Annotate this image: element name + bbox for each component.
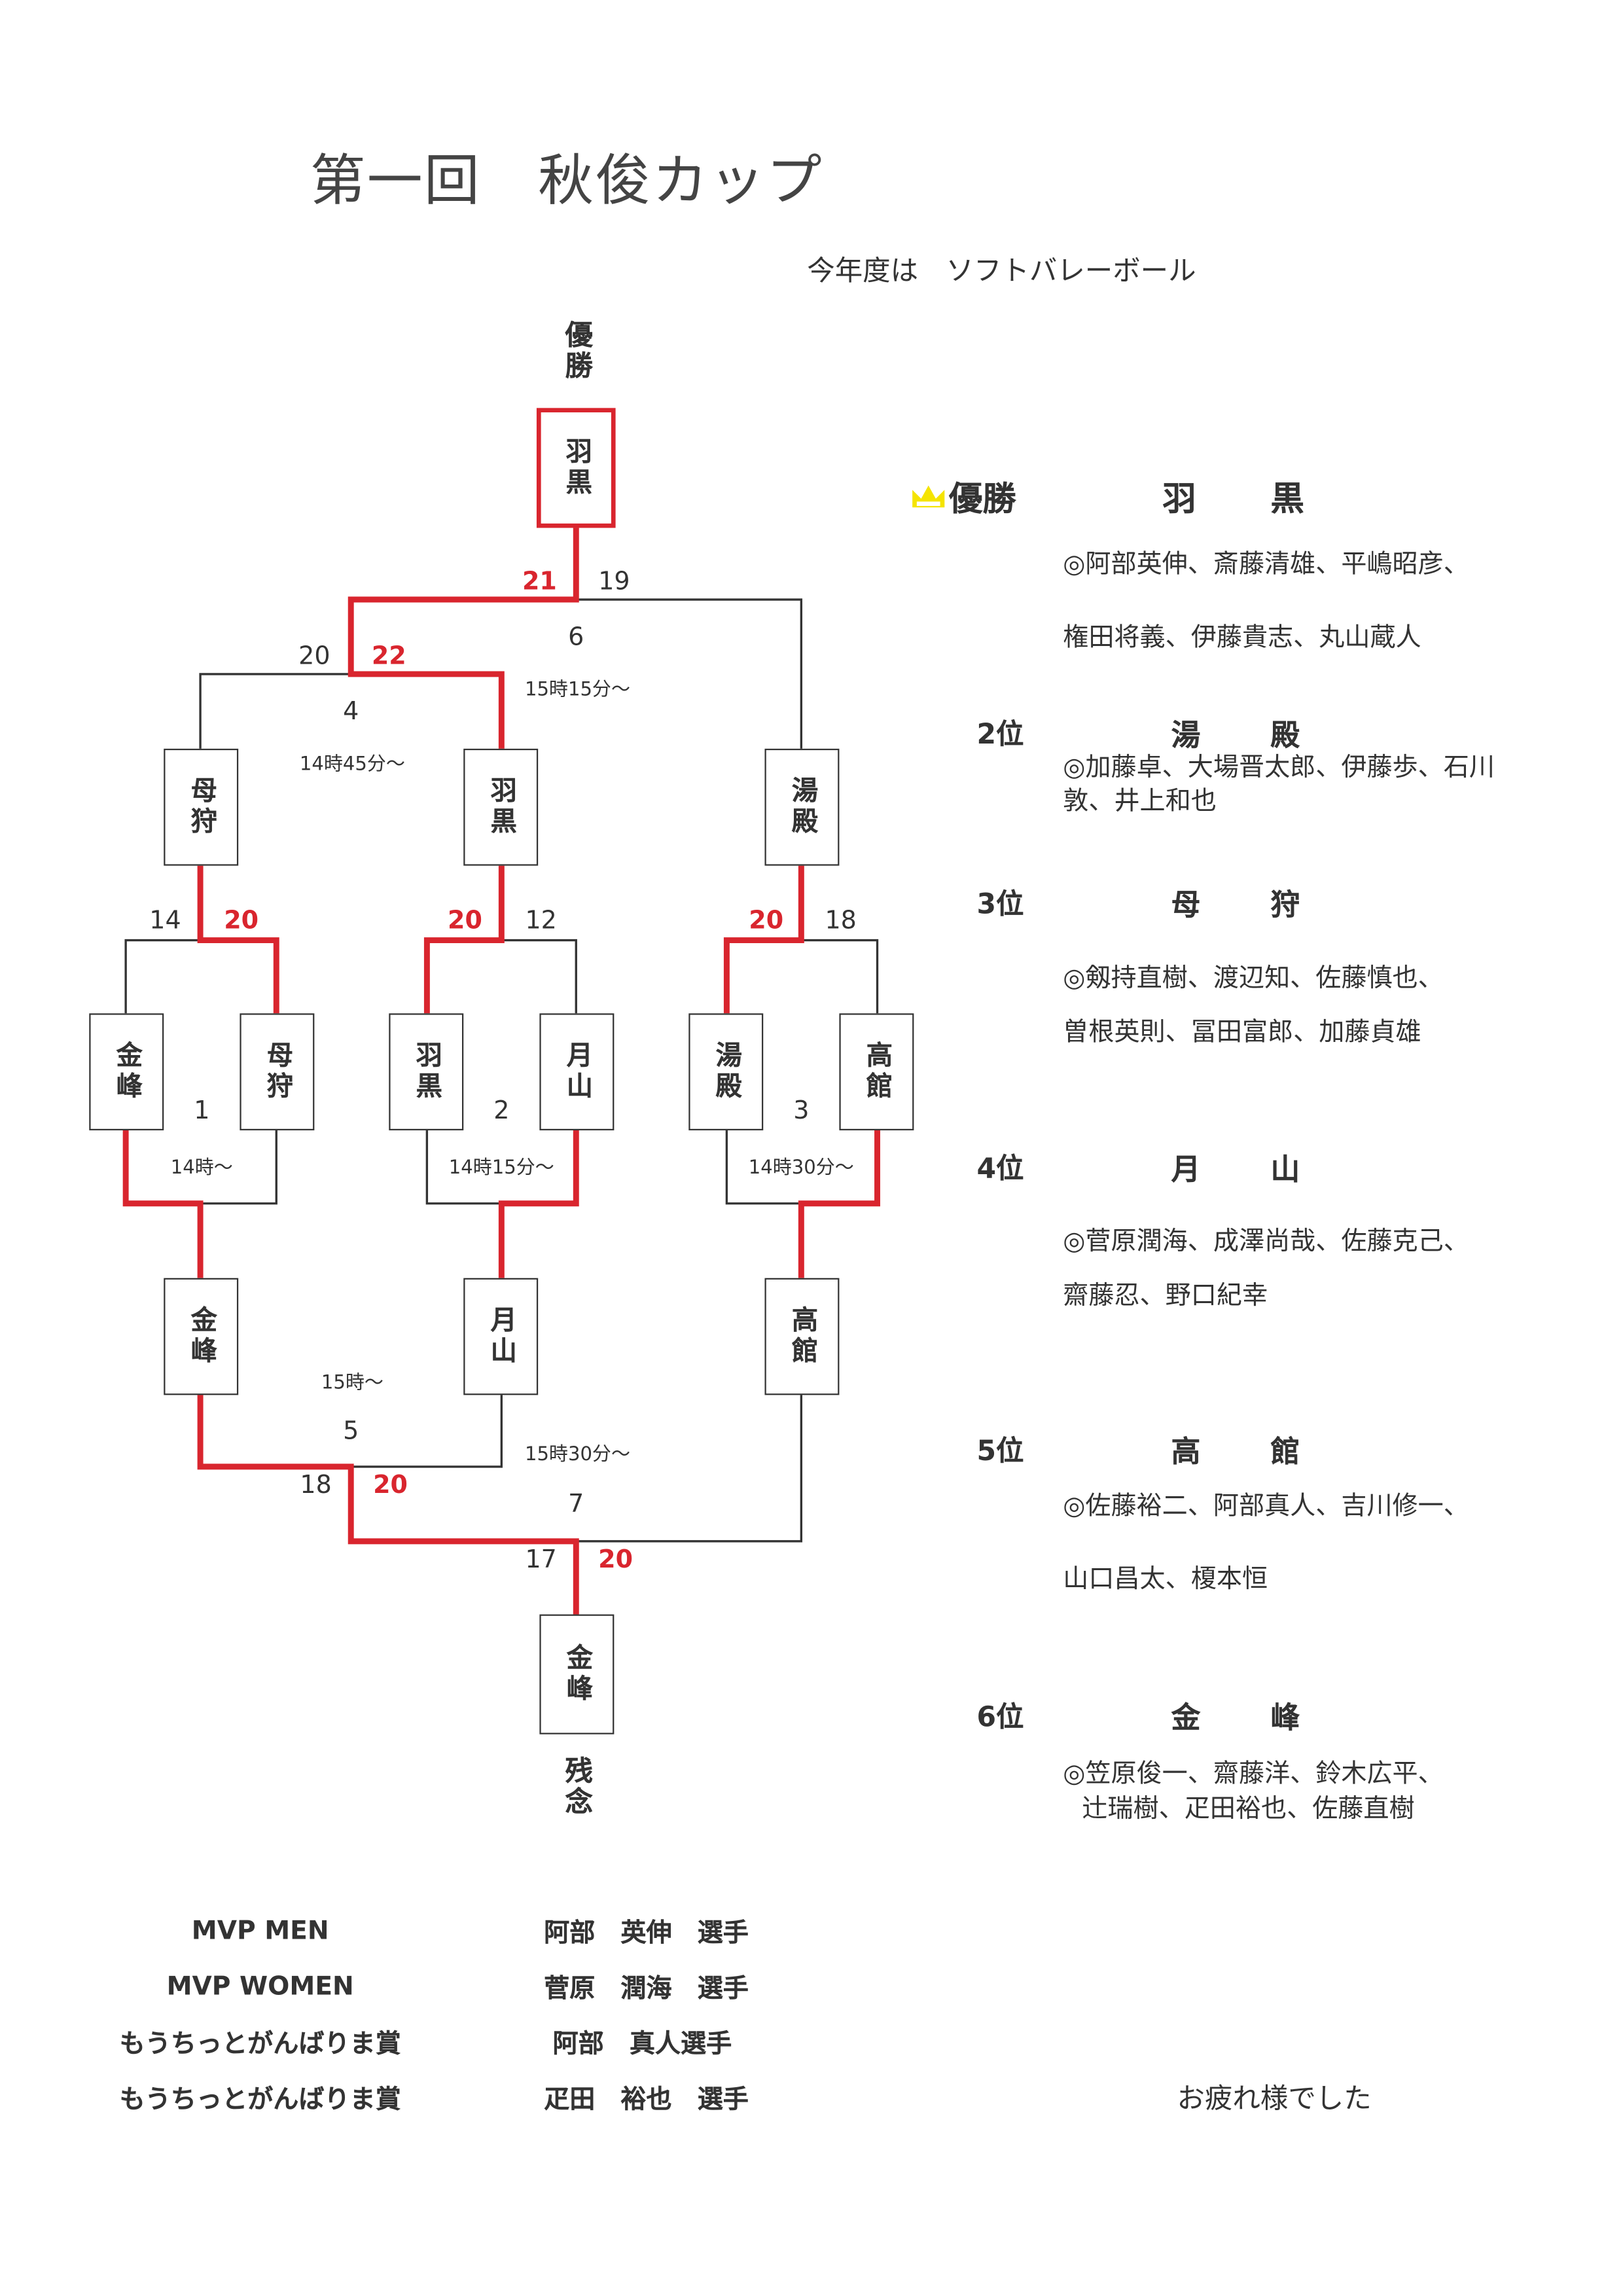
winning-score: 22	[371, 641, 406, 672]
score: 12	[525, 906, 557, 936]
team-name: 月 山	[1171, 1151, 1321, 1187]
team-name: 湯殿	[711, 1041, 742, 1103]
winning-score: 20	[448, 906, 482, 936]
loser-lines	[124, 598, 879, 1543]
crown-icon	[912, 485, 945, 508]
match-time: 14時45分～	[299, 753, 405, 776]
match-number: 4	[343, 697, 359, 727]
winning-score: 21	[522, 567, 557, 597]
rank-label: 優勝	[948, 481, 1016, 520]
team-name: 湯 殿	[1171, 717, 1321, 753]
match-time: 15時～	[321, 1372, 383, 1395]
award-winner: 阿部 真人選手	[552, 2030, 732, 2060]
team-box: 湯殿	[688, 1013, 764, 1131]
match-time: 14時～	[170, 1157, 233, 1179]
rank-label: 5位	[976, 1435, 1024, 1468]
award-label: もうちっとがんばりま賞	[119, 2086, 401, 2115]
team-box: 月山	[539, 1013, 615, 1131]
team-name: 月山	[486, 1306, 517, 1367]
award-winner: 阿部 英伸 選手	[544, 1919, 749, 1949]
member-line: 権田将義、伊藤貴志、丸山蔵人	[1063, 623, 1421, 653]
award-label: MVP MEN	[191, 1917, 329, 1946]
page-title: 第一回 秋俊カップ	[310, 148, 823, 213]
member-line: ◎佐藤裕二、阿部真人、吉川修一、	[1063, 1492, 1469, 1522]
team-box: 母狩	[240, 1013, 315, 1131]
team-box: 高館	[839, 1013, 914, 1131]
score: 14	[149, 906, 181, 936]
team-name: 母狩	[186, 776, 217, 838]
match-number: 2	[493, 1096, 510, 1126]
match-number: 6	[568, 622, 584, 653]
match-time: 14時30分～	[748, 1157, 854, 1179]
team-name: 高館	[862, 1041, 893, 1103]
rank-label: 2位	[976, 719, 1024, 751]
member-line: ◎阿部英伸、斎藤清雄、平嶋昭彦、	[1063, 550, 1469, 580]
member-line: 曽根英則、冨田富郎、加藤貞雄	[1063, 1018, 1421, 1048]
team-box: 母狩	[164, 748, 239, 866]
team-name: 母 狩	[1171, 887, 1321, 922]
team-box: 金峰	[89, 1013, 164, 1131]
rank-label: 3位	[976, 888, 1024, 921]
team-name: 金 峰	[1171, 1700, 1321, 1735]
last-place-label: 残念	[560, 1756, 593, 1818]
score: 19	[598, 567, 630, 597]
match-time: 15時30分～	[524, 1444, 631, 1466]
team-name: 金峰	[186, 1306, 217, 1367]
rank-label: 4位	[976, 1153, 1024, 1185]
team-name: 高館	[787, 1306, 819, 1367]
match-number: 3	[793, 1096, 810, 1126]
team-box: 月山	[463, 1278, 539, 1395]
team-box: 高館	[764, 1278, 840, 1395]
member-line: 齋藤忍、野口紀幸	[1063, 1282, 1268, 1311]
member-line: ◎剱持直樹、渡辺知、佐藤慎也、	[1063, 964, 1444, 994]
team-name: 羽黒	[561, 437, 592, 499]
team-box: 羽黒	[389, 1013, 464, 1131]
team-name: 羽黒	[411, 1041, 442, 1103]
closing-message: お疲れ様でした	[1177, 2083, 1372, 2115]
member-line: 辻瑞樹、疋田裕也、佐藤直樹	[1082, 1795, 1415, 1825]
member-line: ◎加藤卓、大場晋太郎、伊藤歩、石川	[1063, 753, 1495, 783]
subtitle: 今年度は ソフトバレーボール	[807, 255, 1196, 288]
team-name: 金峰	[562, 1643, 593, 1706]
winning-score: 20	[598, 1545, 633, 1575]
score: 18	[300, 1471, 332, 1501]
match-number: 1	[194, 1096, 210, 1126]
team-name: 羽黒	[486, 776, 517, 838]
champion-label: 優勝	[560, 320, 593, 382]
award-label: MVP WOMEN	[166, 1972, 354, 2002]
member-line: ◎菅原潤海、成澤尚哉、佐藤克己、	[1063, 1227, 1469, 1257]
score: 20	[298, 641, 330, 672]
match-time: 15時15分～	[524, 679, 631, 702]
team-name: 湯殿	[787, 776, 819, 838]
rank-label: 6位	[976, 1701, 1024, 1734]
team-name: 月山	[562, 1041, 593, 1103]
award-winner: 菅原 潤海 選手	[544, 1975, 749, 2004]
team-box: 羽黒	[463, 748, 539, 866]
team-box: 湯殿	[764, 748, 840, 866]
score: 17	[525, 1545, 557, 1575]
winning-score: 20	[224, 906, 259, 936]
team-box: 金峰	[164, 1278, 239, 1395]
team-name: 高 館	[1171, 1433, 1321, 1469]
match-number: 5	[343, 1416, 359, 1446]
member-line: 敦、井上和也	[1063, 787, 1217, 817]
winning-score: 20	[373, 1471, 408, 1501]
score: 18	[825, 906, 857, 936]
award-winner: 疋田 裕也 選手	[544, 2086, 749, 2115]
match-time: 14時15分～	[448, 1157, 554, 1179]
winning-score: 20	[749, 906, 784, 936]
member-line: 山口昌太、榎本恒	[1063, 1565, 1268, 1595]
team-name: 羽 黒	[1162, 481, 1325, 520]
member-line: ◎笠原俊一、齋藤洋、鈴木広平、	[1063, 1759, 1444, 1789]
team-name: 母狩	[262, 1041, 293, 1103]
winner-lines	[122, 528, 880, 1615]
last-place-box: 金峰	[539, 1614, 615, 1734]
champion-box: 羽黒	[536, 408, 616, 528]
team-name: 金峰	[111, 1041, 143, 1103]
award-label: もうちっとがんばりま賞	[119, 2030, 401, 2060]
match-number: 7	[568, 1490, 584, 1520]
